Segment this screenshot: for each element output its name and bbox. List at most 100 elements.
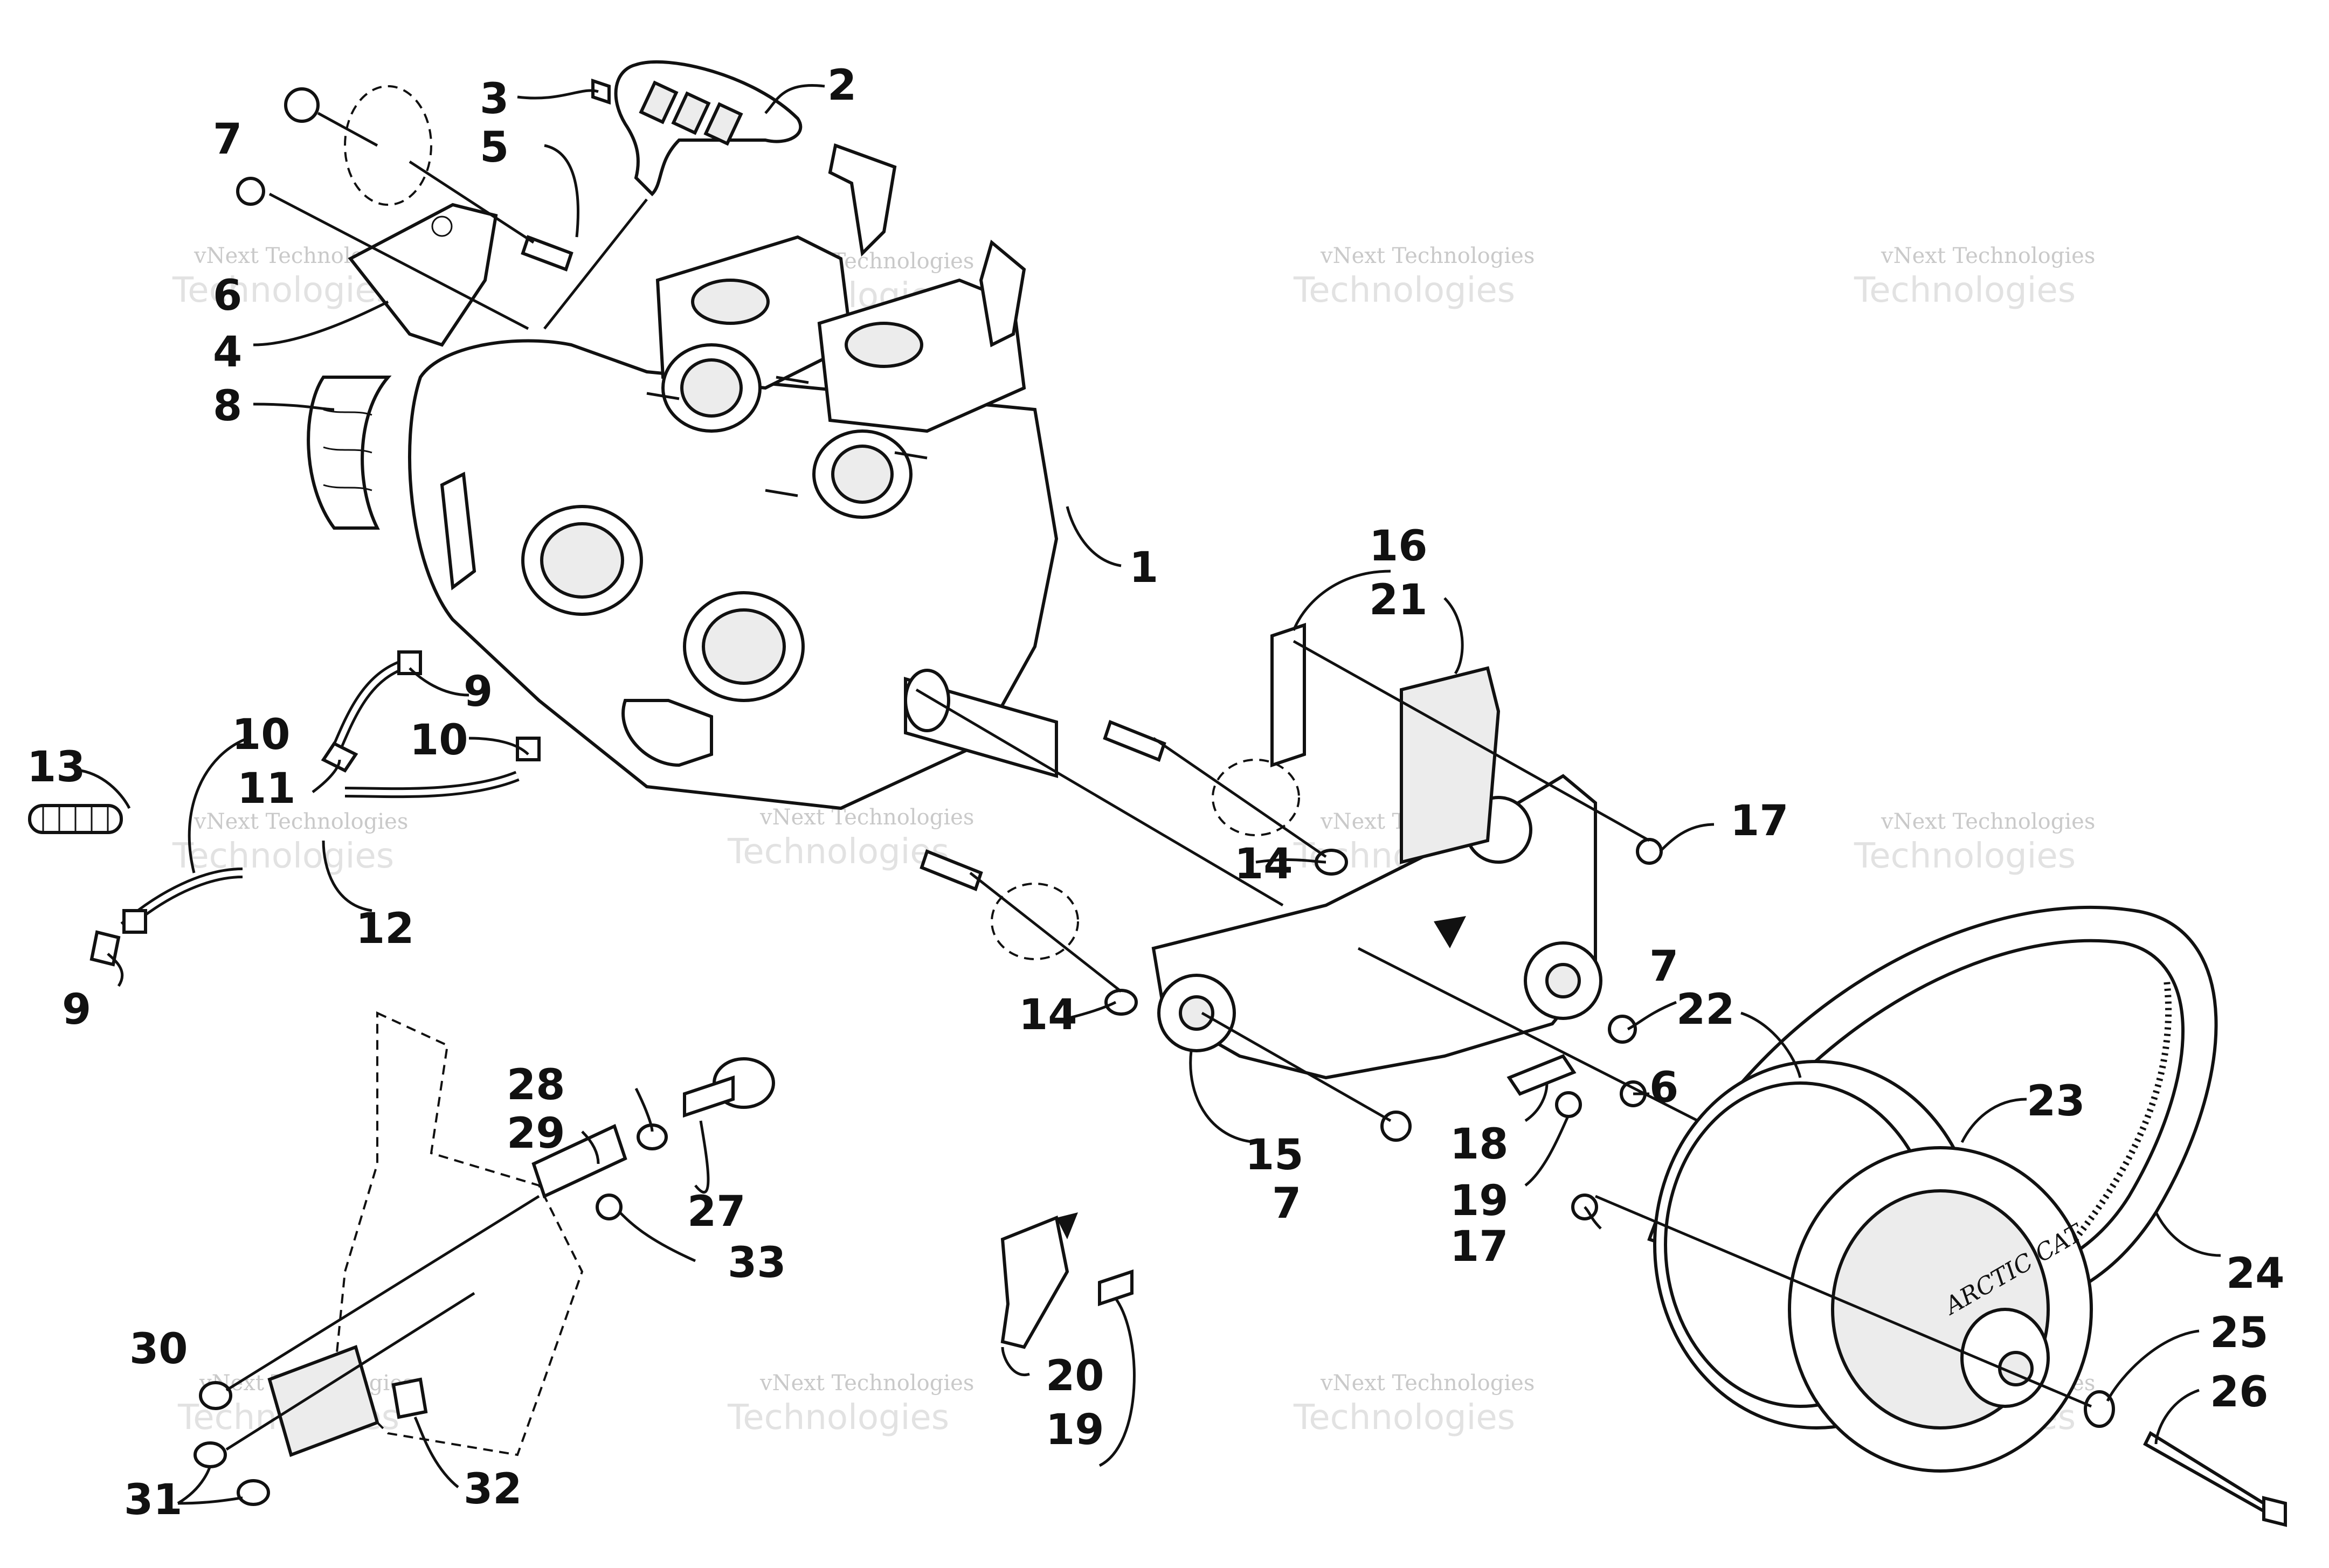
leader-lines [80,84,2221,1505]
reg-bolt [199,1381,232,1410]
callout-27: 27 [687,1188,746,1236]
callout-9-lower: 9 [62,986,91,1034]
watermark-text: vNext Technologies [1881,809,2095,834]
callout-3: 3 [480,75,509,123]
mount-bolt [1103,720,1166,762]
hose-clamp [122,909,147,934]
callout-7-top: 7 [213,115,242,164]
mount-plate-group [915,622,1699,1220]
crankcase-rib [440,471,476,591]
plate-bolt [1555,1091,1582,1118]
callout-8: 8 [213,382,242,431]
spark-plug-cap-right [979,239,1026,348]
callout-14-lower: 14 [1019,991,1077,1039]
plate-screw [1636,838,1663,865]
callout-1: 1 [1129,544,1158,592]
watermark-text: vNext Technologies [1320,1371,1535,1396]
bracket-bolt [1098,1269,1134,1307]
mount-bracket-lower [1000,1215,1069,1349]
lower-bracket-group [193,1011,1134,1506]
callout-30: 30 [129,1325,188,1373]
bolt [683,1075,735,1118]
callout-31: 31 [124,1476,183,1524]
watermark-text: vNext Technologies [1881,244,2095,268]
watermark-text: Technologies [1854,836,2076,876]
callout-7-lower: 7 [1272,1180,1301,1228]
clutch-group: ARCTIC CAT [1595,905,2287,1527]
watermark-text: vNext Technologies [1320,244,1535,268]
callout-7-right: 7 [1649,942,1678,991]
top-bolt [236,177,265,206]
callout-17-upper: 17 [1730,797,1789,845]
callout-20: 20 [1046,1352,1104,1400]
callout-26: 26 [2210,1368,2269,1417]
mount-bolt [920,849,983,891]
watermark-text: Technologies [727,832,949,872]
callout-18: 18 [1450,1120,1509,1169]
direction-arrow [1434,916,1466,948]
reg-screw [237,1479,270,1506]
pulley-outline [991,883,1079,960]
watermark-text: vNext Technologies [759,805,974,830]
fuel-line-group [28,650,541,967]
callout-23: 23 [2027,1077,2085,1126]
spark-plug-boss-right [845,322,923,368]
voltage-regulator [267,1345,379,1457]
direction-arrow [1056,1212,1078,1239]
watermark-text: Technologies [727,1398,949,1438]
watermark-text: Technologies [1293,1398,1515,1438]
callout-33: 33 [728,1239,786,1287]
spacer-plate [1506,1054,1577,1096]
callout-29: 29 [507,1109,565,1158]
watermark-text: Technologies [1293,270,1515,310]
callout-13: 13 [27,743,86,792]
callout-4: 4 [213,328,242,377]
callout-17-lower: 17 [1450,1223,1509,1271]
recoil-starter-housing [307,376,392,530]
lower-mount-plate-outline [333,1011,584,1456]
cylinder-head-right [817,278,1026,433]
callout-10-left: 10 [232,711,291,759]
heat-shield [1400,666,1501,864]
callout-15: 15 [1245,1131,1304,1180]
clutch-bolt [2143,1431,2273,1518]
callout-6-right: 6 [1649,1064,1678,1112]
spacer-washer [596,1194,623,1220]
pulley-outline [1212,759,1300,836]
callout-24: 24 [2226,1250,2285,1298]
callout-25: 25 [2210,1309,2269,1357]
callout-9-upper: 9 [464,668,493,716]
watermark-text: Technologies [172,270,394,310]
callout-10-right: 10 [410,716,468,765]
starter-handle-group [236,60,803,347]
callout-2: 2 [827,61,856,110]
callout-19-lower: 19 [1046,1406,1104,1454]
washer [1104,989,1138,1016]
callout-21: 21 [1369,576,1428,625]
watermark-text: vNext Technologies [759,1371,974,1396]
callout-22: 22 [1676,986,1735,1034]
callout-14-upper: 14 [1234,840,1293,889]
recoil-pulley-outline [344,85,432,206]
callout-28: 28 [507,1061,565,1109]
callout-5: 5 [480,123,509,172]
plate-nut [1380,1111,1412,1142]
callout-16: 16 [1369,522,1428,571]
top-nut [284,87,320,123]
callout-12: 12 [356,905,414,953]
callout-19-right: 19 [1450,1177,1509,1225]
reg-screw [193,1441,227,1468]
watermark-text: vNext Technologies [193,809,408,834]
watermark-text: Technologies [172,836,394,876]
callout-11: 11 [237,765,296,813]
hose-clamp [397,650,422,675]
callout-numbers: 3 2 5 7 6 4 8 1 16 21 9 10 10 11 13 12 9… [27,61,2285,1524]
y-fitting [321,741,358,773]
callout-6-top: 6 [213,272,242,320]
bracket-bolt [521,235,573,272]
watermark-text: Technologies [1854,270,2076,310]
spark-plug-cap-left [828,143,897,257]
callout-32: 32 [464,1465,522,1514]
clip [391,1377,428,1419]
